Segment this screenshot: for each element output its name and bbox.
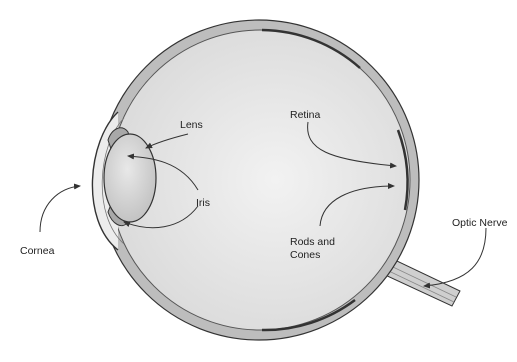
cornea-leader [40, 186, 80, 232]
label-cornea: Cornea [20, 245, 55, 257]
label-optic-nerve: Optic Nerve [452, 217, 508, 229]
label-lens: Lens [180, 119, 203, 131]
optic-nerve-leader [424, 228, 486, 286]
label-retina: Retina [290, 109, 321, 121]
label-rods-cones-2: Cones [290, 249, 320, 261]
label-rods-cones-1: Rods and [290, 236, 335, 248]
label-iris: Iris [196, 197, 210, 209]
